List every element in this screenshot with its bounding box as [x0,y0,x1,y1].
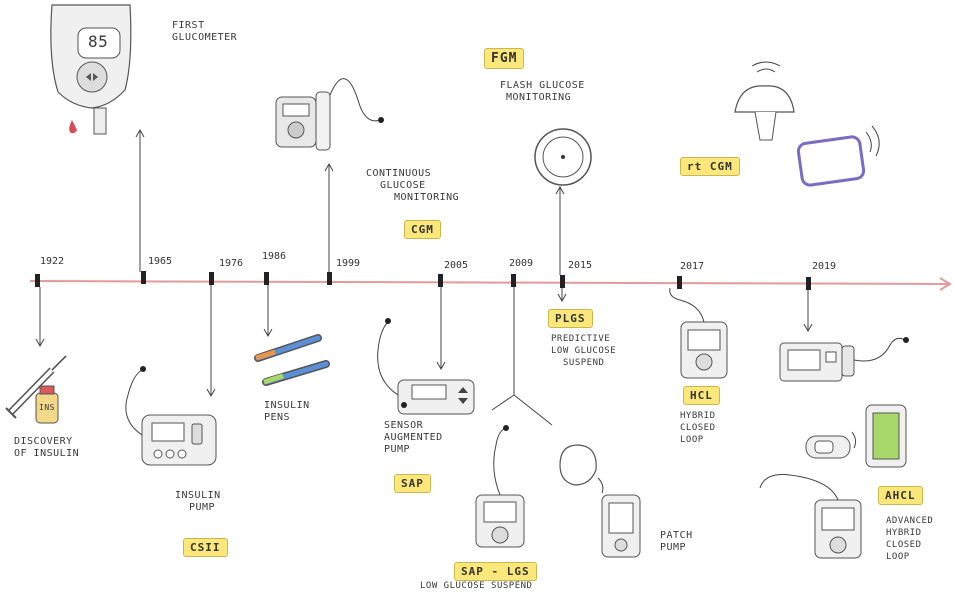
smartphone-ahcl-icon [865,404,907,468]
tick-2015 [560,275,565,288]
tick-1986 [264,272,269,285]
year-ticks [35,271,811,290]
glucometer-reading: 85 [88,32,109,51]
tick-2005 [438,274,443,287]
hcl-label: HYBRID CLOSED LOOP [680,411,716,445]
sensor-augmented-pump-label: SENSOR AUGMENTED PUMP [384,420,443,455]
sap-pump-icon [377,318,475,415]
year-label: 2017 [680,261,705,272]
flash-monitoring-label: FLASH GLUCOSE MONITORING [500,80,585,103]
tick-1922 [35,274,40,287]
tag-sap-lgs: SAP - LGS [454,562,537,581]
glucometer-icon [50,4,132,135]
ahcl-pump-icon [759,474,862,559]
plgs-label: PREDICTIVE LOW GLUCOSE SUSPEND [551,334,617,368]
timeline-axis [29,280,949,285]
insulin-pump-icon [125,366,217,466]
year-label: 1976 [219,258,244,269]
rtcgm-sensor-icon [734,61,795,141]
first-glucometer-label: FIRST GLUCOMETER [172,20,238,43]
hcl-pump-icon [669,287,728,379]
tick-1965 [141,271,146,284]
tick-2019 [806,277,811,290]
rtcgm-sensor-small-icon [805,431,857,459]
tag-cgm: CGM [404,220,441,239]
lgs-label: LOW GLUCOSE SUSPEND [420,581,533,591]
insulin-vial-icon [35,385,59,424]
year-label: 1986 [262,251,287,262]
tag-ahcl: AHCL [878,486,923,505]
tag-sap: SAP [394,474,431,493]
tick-2017 [677,276,682,289]
smartphone-icon [601,494,641,558]
patch-pump-icon [559,444,604,494]
tag-rtcgm: rt CGM [680,157,740,176]
tag-plgs: PLGS [548,309,593,328]
cgm-label: CONTINUOUS GLUCOSE MONITORING [366,168,460,203]
tick-1999 [327,272,332,285]
insulin-pens-label: INSULIN PENS [264,400,310,423]
connector-arrows [35,128,813,426]
vial-label: INS [39,403,55,412]
blood-drop-icon [69,120,77,134]
insulin-pen-icon [254,334,330,386]
year-label: 2019 [812,261,837,272]
year-label: 1999 [336,258,361,269]
discovery-insulin-label: DISCOVERY OF INSULIN [14,436,80,459]
tick-2009 [511,274,516,287]
year-label: 2005 [444,260,469,271]
tick-1976 [209,272,214,285]
timeline-arrowhead [939,277,952,291]
patch-pump-label: PATCH PUMP [660,530,693,553]
ahcl-receiver-icon [779,337,909,382]
year-label: 1922 [40,256,65,267]
ahcl-label: ADVANCED HYBRID CLOSED LOOP [886,516,934,562]
year-label: 2015 [568,260,593,271]
year-label: 1965 [148,256,173,267]
lgs-pump-icon [475,425,525,548]
insulin-pump-label: INSULIN PUMP [175,490,221,513]
flash-sensor-icon [534,128,592,186]
tag-fgm: FGM [484,48,525,69]
tag-csii: CSII [183,538,228,557]
year-label: 2009 [509,258,534,269]
tag-hcl: HCL [683,386,720,405]
rtcgm-receiver-icon [796,125,880,187]
cgm-receiver-icon [275,78,384,151]
syringe-icon [5,355,67,419]
